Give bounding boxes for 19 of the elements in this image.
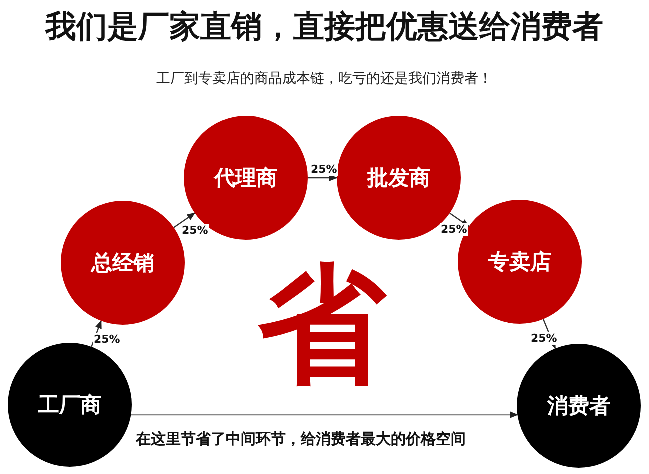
subtitle: 工厂到专卖店的商品成本链，吃亏的还是我们消费者！ [156, 70, 494, 88]
node-label: 工厂商 [38, 392, 102, 419]
arrow [131, 412, 519, 418]
node-label: 总经销 [92, 250, 154, 277]
edge-label: 25% [440, 223, 468, 236]
arrow [308, 174, 338, 182]
edge-label: 25% [93, 333, 122, 346]
large-character: 省 [258, 262, 386, 390]
node-label: 批发商 [368, 165, 430, 192]
node-label: 代理商 [214, 165, 278, 192]
node-label: 消费者 [548, 393, 610, 420]
title: 我们是厂家直销，直接把优惠送给消费者 [44, 8, 604, 47]
edge-label: 在这里节省了中间环节，给消费者最大的价格空间 [135, 430, 467, 449]
edge-label: 25% [530, 332, 558, 345]
node-label: 专卖店 [488, 249, 552, 276]
arrow [450, 212, 470, 228]
edge-label: 25% [181, 224, 210, 237]
edge-label: 25% [310, 163, 338, 176]
arrow [174, 212, 196, 228]
